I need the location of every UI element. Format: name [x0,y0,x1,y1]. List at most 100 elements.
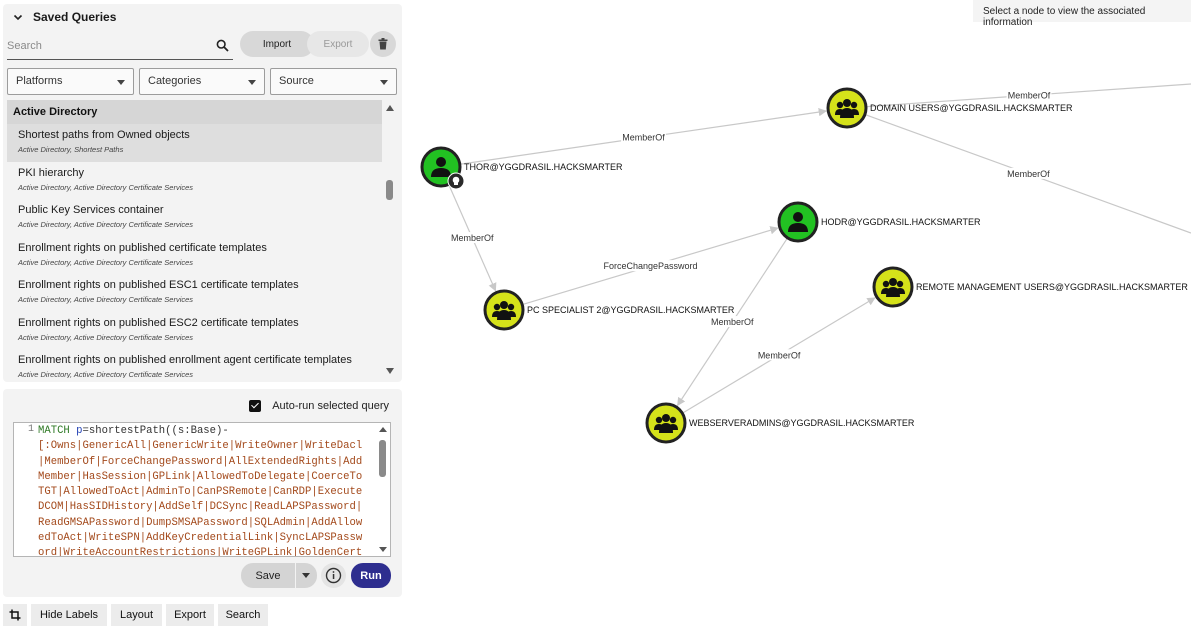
code-line: Member|HasSession|GPLink|AllowedToDelega… [38,470,363,483]
edge-label[interactable]: MemberOf [622,133,665,143]
save-button[interactable]: Save [241,563,295,588]
user-icon-head [436,157,446,167]
import-button[interactable]: Import [240,31,314,57]
saved-query-tags: Active Directory, Active Directory Certi… [18,370,194,378]
delete-button[interactable] [370,31,396,57]
edge-label[interactable]: MemberOf [711,317,754,327]
saved-query-tags: Active Directory, Active Directory Certi… [18,295,194,304]
info-button[interactable] [321,563,346,588]
saved-query-item[interactable]: Enrollment rights on published ESC2 cert… [7,312,382,350]
caret-down-icon [117,80,125,85]
chevron-down-icon[interactable] [12,11,24,23]
group-icon-head [500,301,508,309]
saved-query-name: PKI hierarchy [18,166,85,179]
editor-scrollbar[interactable] [378,425,388,554]
saved-query-tags: Active Directory, Active Directory Certi… [18,220,194,229]
group-icon-head [655,416,663,424]
node-label[interactable]: REMOTE MANAGEMENT USERS@YGGDRASIL.HACKSM… [916,282,1188,292]
source-select[interactable]: Source [270,68,397,95]
graph-node-hodr[interactable]: HODR@YGGDRASIL.HACKSMARTER [777,201,981,243]
graph-node-remote_mgmt[interactable]: REMOTE MANAGEMENT USERS@YGGDRASIL.HACKSM… [872,266,1188,308]
saved-query-item[interactable]: Enrollment rights on published certifica… [7,237,382,275]
group-icon-head [896,280,904,288]
group-icon-head [493,303,501,311]
platforms-select[interactable]: Platforms [7,68,134,95]
saved-query-name: Enrollment rights on published enrollmen… [18,354,352,366]
edge-label[interactable]: MemberOf [1008,90,1051,100]
edge-label[interactable]: MemberOf [1007,169,1050,179]
export-graph-button[interactable]: Export [166,604,214,626]
scroll-thumb[interactable] [386,180,393,200]
code-line: ord|WriteAccountRestrictions|WriteGPLink… [38,547,363,557]
saved-queries-panel: Saved Queries Import Export Platforms Ca… [3,4,402,382]
query-list-scrollbar[interactable] [384,100,396,378]
cypher-editor[interactable]: 1 MATCH p=shortestPath((s:Base)-[:Owns|G… [13,422,391,557]
source-select-value: Source [279,75,314,87]
saved-queries-header[interactable]: Saved Queries [3,4,402,30]
trash-icon [378,38,388,50]
hide-labels-button[interactable]: Hide Labels [31,604,107,626]
user-icon-head [793,212,803,222]
node-label[interactable]: THOR@YGGDRASIL.HACKSMARTER [464,162,623,172]
saved-query-list[interactable]: Active Directory Shortest paths from Own… [7,100,382,378]
graph-node-domain_users[interactable]: DOMAIN USERS@YGGDRASIL.HACKSMARTER [826,87,1073,129]
code-line: ReadGMSAPassword|DumpSMSAPassword|SQLAdm… [38,516,363,529]
edge-label[interactable]: ForceChangePassword [603,261,697,271]
save-options-button[interactable] [295,563,317,588]
saved-query-tags: Active Directory, Active Directory Certi… [18,257,194,267]
node-label[interactable]: WEBSERVERADMINS@YGGDRASIL.HACKSMARTER [689,418,915,428]
categories-select[interactable]: Categories [139,68,265,95]
edge-label-bg [621,131,666,143]
edge-label-bg [756,349,802,361]
saved-query-name: Shortest paths from Owned objects [18,129,190,141]
skull-icon [452,176,460,184]
search-icon[interactable] [216,39,229,52]
code-line: MATCH p=shortestPath((s:Base)- [38,424,374,439]
saved-query-item[interactable]: Enrollment rights on published ESC1 cert… [7,274,382,312]
code-text: =shortestPath((s:Base)- [82,425,229,437]
group-icon-head [836,101,844,109]
edge-label[interactable]: MemberOf [758,350,801,360]
graph-node-webserveradmins[interactable]: WEBSERVERADMINS@YGGDRASIL.HACKSMARTER [645,402,915,444]
graph-node-pc_specialist[interactable]: PC SPECIALIST 2@YGGDRASIL.HACKSMARTER [483,289,735,331]
saved-query-item[interactable]: Enrollment rights on published enrollmen… [7,349,382,378]
autorun-checkbox[interactable] [249,400,262,412]
scroll-thumb[interactable] [379,440,386,477]
node-label[interactable]: PC SPECIALIST 2@YGGDRASIL.HACKSMARTER [527,305,735,315]
export-queries-button[interactable]: Export [307,31,369,57]
saved-query-name: Public Key Services container [18,204,164,216]
group-icon-body [840,108,854,118]
autorun-toggle[interactable]: Auto-run selected query [249,399,389,413]
run-button[interactable]: Run [351,563,391,588]
query-search-input[interactable] [7,36,207,56]
edge-label-bg [600,260,701,272]
group-icon-body [659,423,673,433]
cypher-code[interactable]: MATCH p=shortestPath((s:Base)-[:Owns|Gen… [38,424,374,557]
graph-search-button[interactable]: Search [218,604,268,626]
saved-query-tags: Active Directory, Active Directory Certi… [18,332,194,342]
code-line: TGT|AllowedToAct|AdminTo|CanPSRemote|Can… [38,486,363,499]
platforms-select-value: Platforms [16,75,63,87]
group-icon-head [662,414,670,422]
scroll-down-icon[interactable] [386,368,394,374]
scroll-up-icon[interactable] [379,427,387,432]
graph-node-thor[interactable]: THOR@YGGDRASIL.HACKSMARTER [420,146,623,190]
scroll-down-icon[interactable] [379,547,387,552]
edge-label-bg [1006,89,1052,101]
group-icon-body [497,310,511,320]
saved-query-name: Enrollment rights on published certifica… [18,241,267,254]
edge-label[interactable]: MemberOf [451,233,494,243]
node-label[interactable]: DOMAIN USERS@YGGDRASIL.HACKSMARTER [870,103,1073,113]
scroll-up-icon[interactable] [386,105,394,111]
edges-layer: MemberOfMemberOfForceChangePasswordMembe… [448,83,1191,414]
query-group-header: Active Directory [7,100,382,124]
crop-button[interactable] [3,604,27,626]
node-label[interactable]: HODR@YGGDRASIL.HACKSMARTER [821,217,981,227]
layout-button[interactable]: Layout [111,604,162,626]
